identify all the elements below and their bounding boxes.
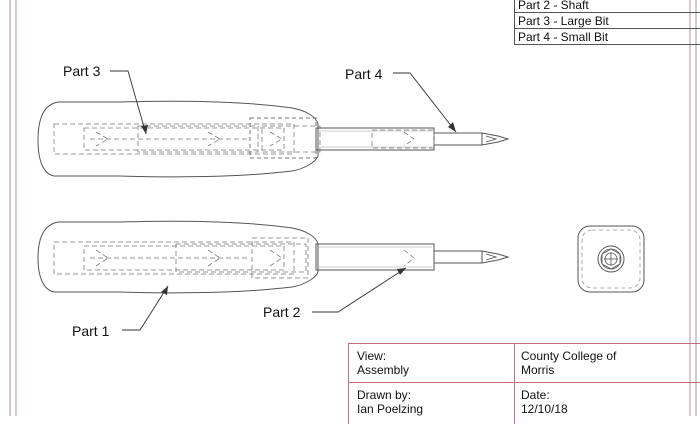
front-small-bit bbox=[433, 250, 510, 264]
view-label: View: bbox=[357, 349, 387, 363]
sheet-border bbox=[9, 0, 697, 416]
title-block: View: Assembly County College of Morris … bbox=[348, 343, 700, 424]
date-cell: Date: 12/10/18 bbox=[515, 384, 574, 420]
callout-part1: Part 1 bbox=[72, 323, 110, 339]
leader-part4 bbox=[393, 72, 457, 133]
school-cell: County College of Morris bbox=[515, 345, 622, 381]
parts-list-table: Part 2 - Shaft Part 3 - Large Bit Part 4… bbox=[514, 0, 700, 45]
school-line1: County College of bbox=[521, 349, 617, 363]
parts-list-row: Part 3 - Large Bit bbox=[515, 13, 700, 29]
title-block-hdivider bbox=[349, 382, 700, 383]
top-small-bit bbox=[433, 132, 510, 146]
front-hidden-lines bbox=[53, 237, 415, 279]
callout-part3: Part 3 bbox=[63, 63, 101, 79]
view-cell: View: Assembly bbox=[351, 345, 415, 381]
callout-part2: Part 2 bbox=[263, 304, 301, 320]
leader-part1 bbox=[122, 285, 169, 331]
date-label: Date: bbox=[521, 388, 550, 402]
date-value: 12/10/18 bbox=[521, 402, 568, 416]
drawn-by-cell: Drawn by: Ian Poelzing bbox=[351, 384, 429, 420]
front-handle-outline bbox=[37, 220, 319, 294]
drawn-by-value: Ian Poelzing bbox=[357, 402, 424, 416]
front-view-screwdriver bbox=[37, 220, 510, 294]
callout-part4: Part 4 bbox=[345, 66, 383, 82]
front-shaft bbox=[315, 243, 435, 271]
title-block-vdivider bbox=[514, 344, 515, 424]
end-view-outline bbox=[577, 225, 645, 293]
parts-list-row: Part 2 - Shaft bbox=[515, 0, 700, 13]
end-view-bit-outer bbox=[597, 245, 625, 273]
top-handle-outline bbox=[37, 100, 319, 178]
drawn-by-label: Drawn by: bbox=[357, 388, 412, 402]
leader-lines bbox=[110, 70, 457, 331]
school-line2: Morris bbox=[521, 363, 555, 377]
leader-part2 bbox=[312, 267, 407, 313]
leader-part3 bbox=[110, 70, 147, 135]
parts-list-row: Part 4 - Small Bit bbox=[515, 29, 700, 45]
end-view bbox=[577, 225, 645, 293]
top-view-screwdriver bbox=[37, 100, 510, 178]
view-value: Assembly bbox=[357, 363, 410, 377]
top-hidden-lines bbox=[53, 123, 435, 155]
